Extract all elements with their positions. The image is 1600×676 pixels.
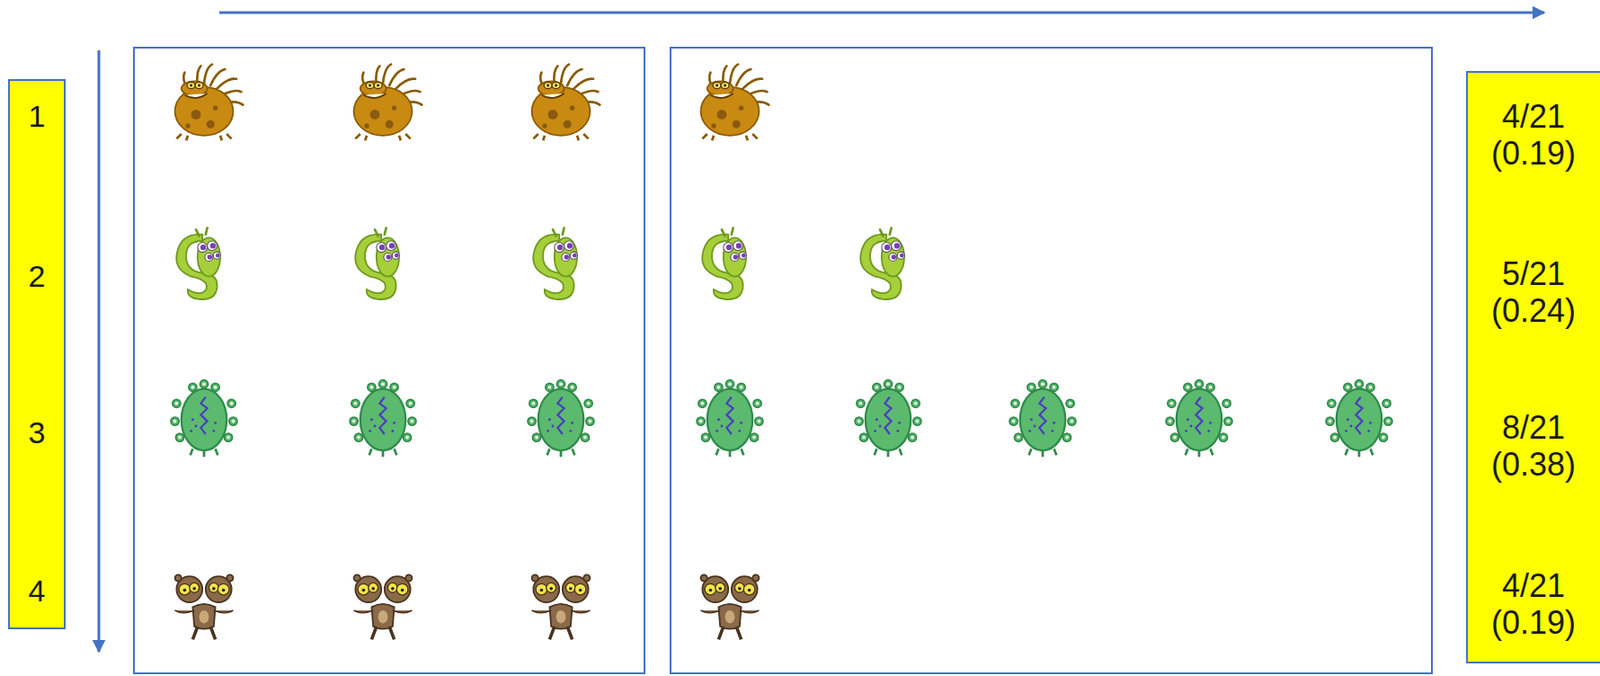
text-slot: 5/21 (0.24) [1467,253,1600,332]
horizontal-arrow [219,11,1545,15]
row-number-column: 1 2 3 4 [8,79,66,630]
row-number: 2 [28,258,46,294]
vertical-arrow [97,50,101,652]
proportion-label: 8/21 (0.38) [1475,408,1592,484]
proportion-label: 5/21 (0.24) [1475,255,1592,330]
proportion-label: 4/21 (0.19) [1475,567,1592,642]
text-slot: 4 [9,571,64,611]
text-slot: 8/21 (0.38) [1467,407,1600,486]
text-slot: 2 [9,257,64,296]
proportion-column: 4/21 (0.19) 5/21 (0.24) 8/21 (0.38) 4/21 (0… [1466,71,1600,664]
monster-grid [170,64,1393,640]
row-number: 3 [28,415,46,451]
text-slot: 4/21 (0.19) [1467,565,1600,644]
text-slot: 1 [9,97,64,136]
row-number: 4 [28,573,46,609]
text-slot: 3 [9,413,64,453]
row-number: 1 [28,98,46,134]
text-slot: 4/21 (0.19) [1467,96,1600,175]
panel [670,47,1432,674]
proportion-label: 4/21 (0.19) [1475,97,1592,173]
panel [133,47,645,674]
